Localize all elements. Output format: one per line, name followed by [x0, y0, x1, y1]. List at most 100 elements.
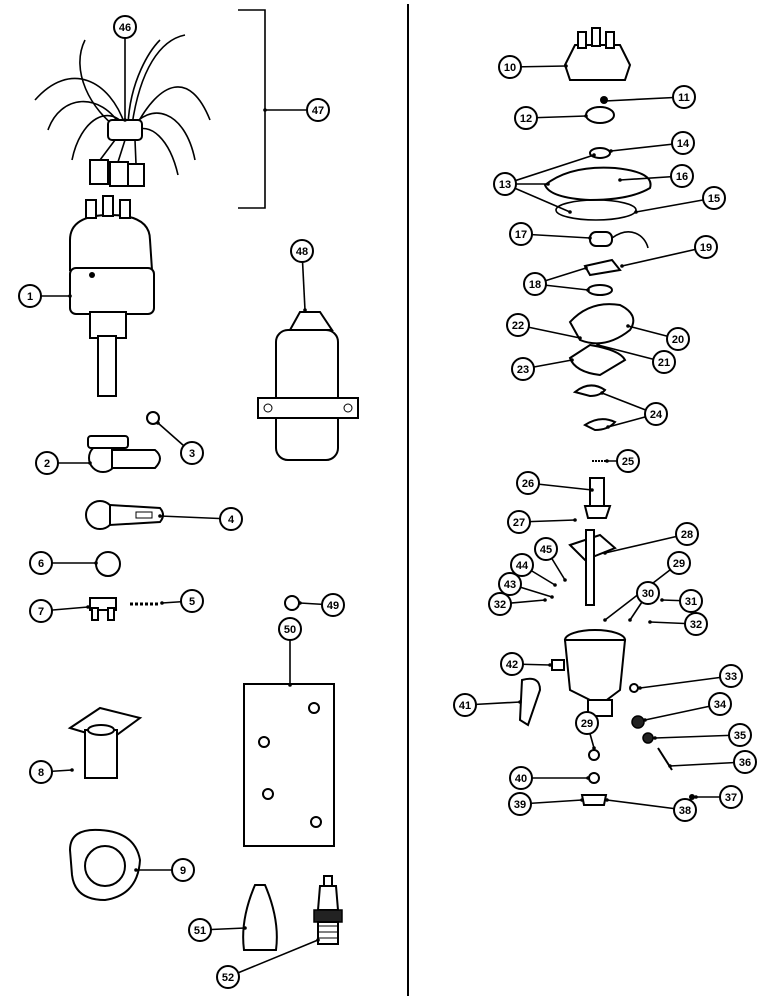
- part-gasket-9: [68, 828, 142, 902]
- leader-tip-14: [609, 149, 613, 153]
- callout-number: 35: [734, 730, 746, 742]
- callout-circle: [180, 589, 204, 613]
- callout-circle: [675, 522, 699, 546]
- callout-circle: [507, 510, 531, 534]
- callout-number: 9: [180, 865, 186, 877]
- leader-tip-13: [568, 210, 572, 214]
- callout-26: 26: [516, 471, 540, 495]
- callout-number: 45: [540, 544, 552, 556]
- callout-number: 36: [739, 757, 751, 769]
- part-clip-24a: [572, 384, 607, 398]
- callout-circle: [113, 15, 137, 39]
- leader-line-19: [621, 246, 707, 267]
- callout-circle: [575, 711, 599, 735]
- leader-tip-32: [543, 598, 547, 602]
- callout-circle: [667, 551, 691, 575]
- callout-number: 25: [622, 456, 634, 468]
- callout-45: 45: [534, 537, 558, 561]
- callout-number: 30: [642, 588, 654, 600]
- callout-12: 12: [514, 106, 538, 130]
- part-clip-24b: [583, 418, 617, 432]
- leader-tip-18: [586, 288, 590, 292]
- leader-line-34: [644, 703, 721, 721]
- leader-tip-12: [584, 114, 588, 118]
- callout-number: 7: [38, 606, 44, 618]
- leader-tip-26: [590, 488, 594, 492]
- callout-40: 40: [509, 766, 533, 790]
- leader-tip-45: [563, 578, 567, 582]
- callout-35: 35: [728, 723, 752, 747]
- callout-circle: [29, 599, 53, 623]
- callout-circle: [733, 750, 757, 774]
- leader-tip-41: [518, 700, 522, 704]
- callout-circle: [616, 449, 640, 473]
- callout-number: 23: [517, 364, 529, 376]
- part-33: [629, 683, 639, 693]
- callout-number: 4: [228, 514, 235, 526]
- leader-tip-43: [550, 595, 554, 599]
- leader-tip-15: [634, 210, 638, 214]
- leader-tip-44: [553, 583, 557, 587]
- callout-number: 46: [119, 22, 131, 34]
- callout-8: 8: [29, 760, 53, 784]
- callout-number: 22: [512, 320, 524, 332]
- callout-20: 20: [666, 327, 690, 351]
- callout-32: 32: [684, 612, 708, 636]
- callout-number: 50: [284, 624, 296, 636]
- leader-tip-24: [606, 425, 610, 429]
- callout-51: 51: [188, 918, 212, 942]
- leader-tip-6: [94, 561, 98, 565]
- callout-number: 2: [44, 458, 50, 470]
- callout-49: 49: [321, 593, 345, 617]
- callout-number: 6: [38, 558, 44, 570]
- callout-50: 50: [278, 617, 302, 641]
- leader-tip-4: [158, 514, 162, 518]
- callout-37: 37: [719, 785, 743, 809]
- leader-tip-7: [86, 605, 90, 609]
- callout-number: 49: [327, 600, 339, 612]
- part-points: [583, 258, 622, 296]
- callout-14: 14: [671, 131, 695, 155]
- callout-circle: [509, 222, 533, 246]
- callout-number: 10: [504, 62, 516, 74]
- callout-number: 21: [658, 357, 670, 369]
- part-breaker-plate: [543, 166, 652, 221]
- leader-tip-38: [605, 798, 609, 802]
- callout-17: 17: [509, 222, 533, 246]
- part-condenser: [589, 231, 649, 249]
- leader-tip-25: [605, 459, 609, 463]
- part-washer-29b: [588, 749, 600, 761]
- callout-circle: [516, 471, 540, 495]
- callout-circle: [728, 723, 752, 747]
- leader-tip-1: [68, 294, 72, 298]
- callout-circle: [652, 350, 676, 374]
- leader-tip-18: [584, 266, 588, 270]
- callout-9: 9: [171, 858, 195, 882]
- callout-circle: [523, 272, 547, 296]
- callout-number: 5: [189, 596, 195, 608]
- callout-circle: [672, 85, 696, 109]
- callout-number: 48: [296, 246, 308, 258]
- callout-27: 27: [507, 510, 531, 534]
- callout-number: 27: [513, 517, 525, 529]
- callout-number: 32: [690, 619, 702, 631]
- leader-tip-32: [648, 620, 652, 624]
- callout-number: 42: [506, 659, 518, 671]
- leader-line-35: [654, 734, 741, 739]
- callout-number: 19: [700, 242, 712, 254]
- leader-tip-29: [603, 618, 607, 622]
- callout-number: 31: [685, 596, 697, 608]
- callout-31: 31: [679, 589, 703, 613]
- callout-42: 42: [500, 652, 524, 676]
- part-bracket-4: [85, 500, 164, 530]
- callout-circle: [636, 581, 660, 605]
- callout-circle: [514, 106, 538, 130]
- leader-tip-11: [603, 99, 607, 103]
- part-boot-51: [242, 884, 278, 951]
- bracket-47: [238, 9, 266, 209]
- part-gasket-23: [568, 343, 627, 377]
- leader-tip-29: [592, 746, 596, 750]
- callout-44: 44: [510, 553, 534, 577]
- leader-line-11: [604, 96, 685, 102]
